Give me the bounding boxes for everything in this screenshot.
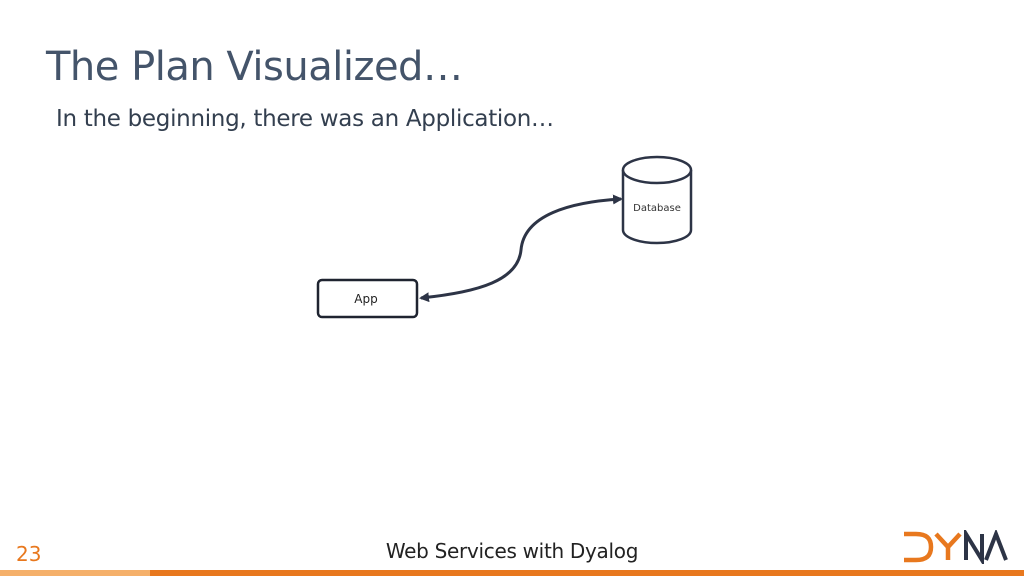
app-database-connector — [419, 194, 623, 303]
slide-subtitle: In the beginning, there was an Applicati… — [56, 106, 554, 132]
slide-title: The Plan Visualized… — [46, 44, 463, 90]
app-node-label: App — [354, 292, 377, 306]
slide-number: 23 — [16, 542, 42, 566]
app-node: App — [316, 278, 419, 319]
dyna-logo — [904, 530, 1008, 564]
footer-accent-bar — [0, 570, 1024, 576]
database-node: Database — [621, 155, 693, 245]
database-node-label: Database — [633, 203, 681, 214]
footer-title: Web Services with Dyalog — [385, 539, 639, 563]
